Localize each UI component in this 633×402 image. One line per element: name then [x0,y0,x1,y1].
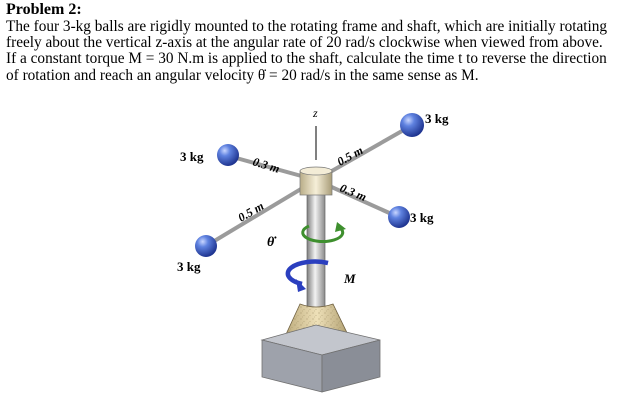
ball-label-lower-left: 3 kg [177,259,201,274]
problem-line-4: of rotation and reach an angular velocit… [6,66,479,84]
ball-lower-right [388,206,410,228]
ball-upper-right [400,113,424,137]
problem-line-2: freely about the vertical z-axis at the … [6,34,603,52]
rod-lower-left [204,178,318,248]
ball-label-lower-right: 3 kg [410,210,434,225]
problem-statement: Problem 2: The four 3-kg balls are rigid… [6,0,628,84]
z-axis-label: z [312,106,318,120]
base-block-right [321,339,381,393]
ball-label-upper-left: 3 kg [180,149,204,164]
torque-arrowhead [296,279,306,292]
problem-title: Problem 2: [6,1,82,18]
ball-upper-left [217,144,239,166]
arm-label-lower-right: 0.3 m [338,181,369,204]
torque-label: M [343,271,356,286]
hub-top [299,166,333,176]
arm-label-upper-left: 0.3 m [251,154,281,175]
arm-label-upper-right: 0.5 m [335,143,366,169]
problem-line-3: If a constant torque M = 30 N.m is appli… [6,50,607,68]
torque-arrow [285,259,329,287]
angular-velocity-arrowhead [335,222,346,232]
shaft [306,189,326,311]
theta-dot-label: θ̇ [267,235,277,250]
problem-line-1: The four 3-kg balls are rigidly mounted … [6,18,608,35]
ball-label-upper-right: 3 kg [425,111,449,126]
angular-velocity-arrow [301,224,345,244]
ball-lower-left [195,235,217,257]
